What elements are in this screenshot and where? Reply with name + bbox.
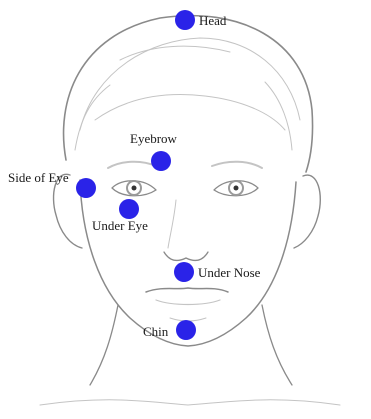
hair-strand bbox=[75, 85, 110, 150]
chin-point[interactable] bbox=[176, 320, 196, 340]
left-pupil bbox=[132, 186, 137, 191]
neck-left bbox=[90, 305, 118, 385]
left-eyebrow bbox=[108, 162, 156, 168]
chin-label: Chin bbox=[143, 324, 168, 339]
lower-lip bbox=[156, 300, 220, 305]
right-ear bbox=[294, 175, 320, 248]
eyebrow-point[interactable] bbox=[151, 151, 171, 171]
head-point[interactable] bbox=[175, 10, 195, 30]
collar bbox=[40, 400, 340, 405]
upper-lip bbox=[146, 288, 228, 292]
nose-bridge bbox=[168, 200, 176, 248]
side-of-eye-label: Side of Eye bbox=[8, 170, 69, 185]
right-pupil bbox=[234, 186, 239, 191]
right-eyebrow bbox=[212, 162, 262, 168]
head-label: Head bbox=[199, 13, 226, 28]
hairline bbox=[95, 95, 285, 130]
under-nose-point[interactable] bbox=[174, 262, 194, 282]
side-of-eye-point[interactable] bbox=[76, 178, 96, 198]
neck-right bbox=[262, 305, 292, 385]
under-eye-point[interactable] bbox=[119, 199, 139, 219]
under-eye-label: Under Eye bbox=[92, 218, 148, 233]
eyebrow-label: Eyebrow bbox=[130, 131, 177, 146]
nose-tip bbox=[164, 252, 208, 260]
under-nose-label: Under Nose bbox=[198, 265, 260, 280]
hair-strand bbox=[120, 46, 230, 60]
